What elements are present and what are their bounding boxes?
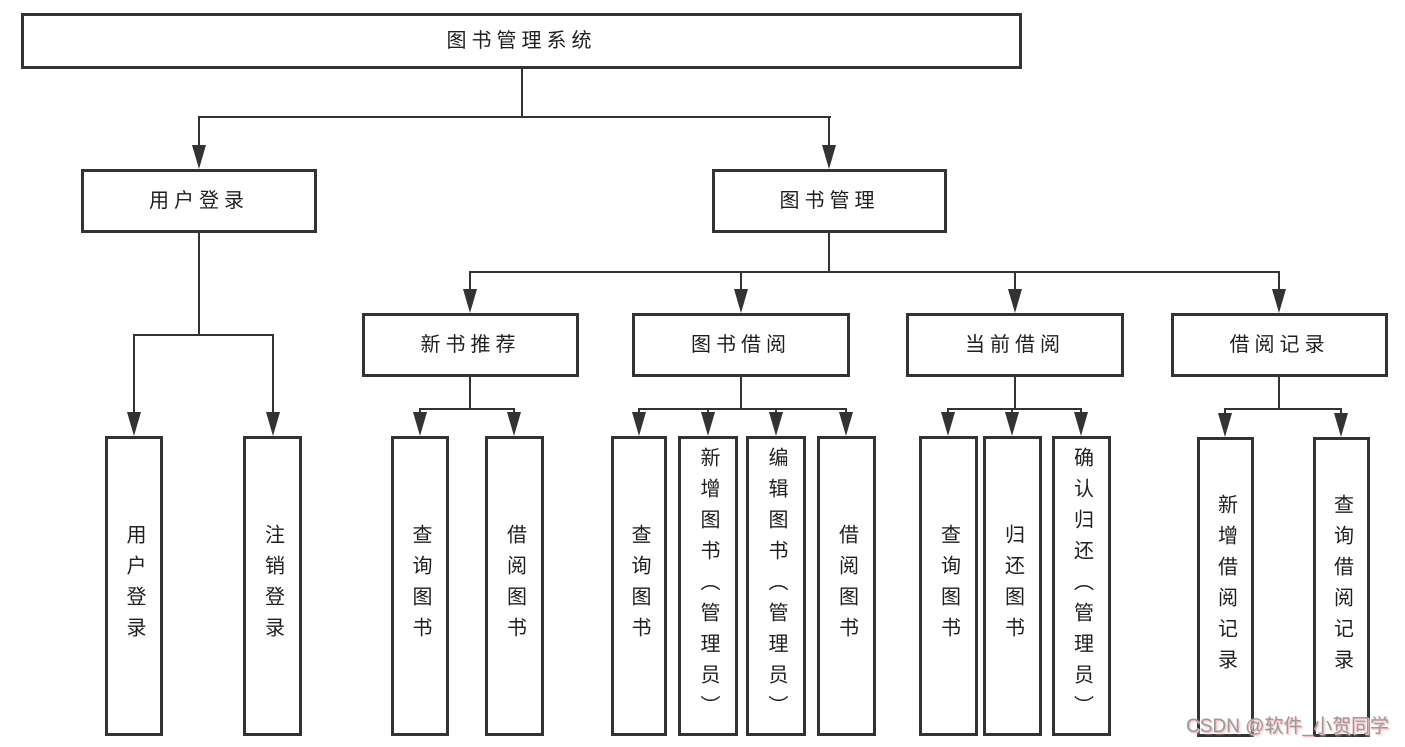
node-user-login: 用户登录: [81, 169, 317, 233]
connector-root-stem: [521, 69, 523, 118]
node-new-book-recommendation: 新书推荐: [362, 313, 579, 377]
arrow-down-icon: [839, 412, 853, 436]
connector-book-mgmt-stem: [828, 233, 830, 273]
arrow-down-icon: [413, 412, 427, 436]
node-current-borrowing: 当前借阅: [906, 313, 1124, 377]
leaf-add-book-admin: 新增图书（管理员）: [678, 436, 738, 736]
connector-records-bar: [1224, 408, 1342, 410]
node-book-management-label: 图书管理: [779, 190, 880, 212]
connector-user-login-stem: [198, 233, 200, 336]
leaf-add-borrow-record-label: 新增借阅记录: [1214, 494, 1237, 680]
connector-root-drop-left: [198, 116, 200, 148]
arrow-down-icon: [266, 412, 280, 436]
arrow-down-icon: [769, 412, 783, 436]
leaf-query-borrow-record: 查询借阅记录: [1313, 437, 1370, 737]
csdn-watermark: CSDN @软件_小贺同学: [1186, 716, 1389, 737]
connector-user-login-bar: [133, 334, 274, 336]
node-user-login-label: 用户登录: [149, 190, 249, 212]
node-current-borrowing-label: 当前借阅: [965, 334, 1065, 356]
connector-records-drop-1: [1224, 408, 1226, 417]
connector-book-mgmt-bar: [470, 271, 1280, 273]
leaf-edit-book-admin: 编辑图书（管理员）: [746, 436, 806, 736]
leaf-query-books-recommend: 查询图书: [391, 436, 449, 736]
connector-current-stem: [1014, 377, 1016, 410]
connector-user-login-drop-2: [272, 334, 274, 416]
arrow-down-icon: [192, 145, 206, 169]
leaf-query-books-borrowing-label: 查询图书: [628, 524, 650, 648]
arrow-down-icon: [734, 289, 748, 313]
node-library-system: 图书管理系统: [21, 13, 1022, 69]
arrow-down-icon: [822, 145, 836, 169]
arrow-down-icon: [1008, 289, 1022, 313]
leaf-query-books-recommend-label: 查询图书: [409, 524, 431, 648]
leaf-query-borrow-record-label: 查询借阅记录: [1330, 494, 1353, 680]
leaf-query-books-borrowing: 查询图书: [611, 436, 667, 736]
leaf-user-login-label: 用户登录: [123, 524, 145, 648]
connector-book-mgmt-drop-3: [1014, 271, 1016, 293]
leaf-add-book-admin-label: 新增图书（管理员）: [697, 446, 719, 726]
connector-recommend-bar: [419, 408, 515, 410]
leaf-query-books-current-label: 查询图书: [937, 524, 960, 648]
leaf-borrow-book-recommend: 借阅图书: [485, 436, 544, 736]
node-library-system-label: 图书管理系统: [446, 30, 597, 52]
node-book-borrowing-label: 图书借阅: [691, 334, 791, 356]
arrow-down-icon: [463, 289, 477, 313]
arrow-down-icon: [701, 412, 715, 436]
arrow-down-icon: [1218, 413, 1232, 437]
connector-root-drop-right: [828, 116, 830, 148]
leaf-user-login: 用户登录: [105, 436, 163, 736]
node-borrowing-records-label: 借阅记录: [1229, 334, 1330, 356]
arrow-down-icon: [1005, 412, 1019, 436]
leaf-confirm-return-admin-label: 确认归还（管理员）: [1070, 446, 1093, 726]
node-book-borrowing: 图书借阅: [632, 313, 850, 377]
arrow-down-icon: [507, 412, 521, 436]
leaf-borrow-book-borrowing: 借阅图书: [817, 436, 876, 736]
node-borrowing-records: 借阅记录: [1171, 313, 1388, 377]
node-book-management: 图书管理: [712, 169, 947, 233]
arrow-down-icon: [632, 412, 646, 436]
leaf-edit-book-admin-label: 编辑图书（管理员）: [765, 446, 787, 726]
leaf-confirm-return-admin: 确认归还（管理员）: [1052, 436, 1111, 736]
connector-borrowing-stem: [740, 377, 742, 410]
connector-records-drop-2: [1340, 408, 1342, 417]
leaf-query-books-current: 查询图书: [919, 436, 978, 736]
connector-borrowing-bar: [638, 408, 847, 410]
connector-book-mgmt-drop-4: [1278, 271, 1280, 293]
leaf-return-book: 归还图书: [983, 436, 1042, 736]
leaf-return-book-label: 归还图书: [1001, 524, 1024, 648]
leaf-borrow-book-borrowing-label: 借阅图书: [835, 524, 858, 648]
connector-user-login-drop-1: [133, 334, 135, 416]
connector-book-mgmt-drop-1: [469, 271, 471, 293]
leaf-borrow-book-recommend-label: 借阅图书: [503, 524, 526, 648]
arrow-down-icon: [1272, 289, 1286, 313]
arrow-down-icon: [941, 412, 955, 436]
leaf-logout: 注销登录: [243, 436, 302, 736]
arrow-down-icon: [1074, 412, 1088, 436]
connector-recommend-stem: [469, 377, 471, 410]
arrow-down-icon: [127, 412, 141, 436]
connector-current-bar: [947, 408, 1082, 410]
node-new-book-recommendation-label: 新书推荐: [420, 334, 521, 356]
connector-root-bar: [198, 116, 831, 118]
connector-records-stem: [1278, 377, 1280, 410]
connector-book-mgmt-drop-2: [740, 271, 742, 293]
arrow-down-icon: [1334, 413, 1348, 437]
leaf-add-borrow-record: 新增借阅记录: [1197, 437, 1254, 737]
leaf-logout-label: 注销登录: [261, 524, 284, 648]
